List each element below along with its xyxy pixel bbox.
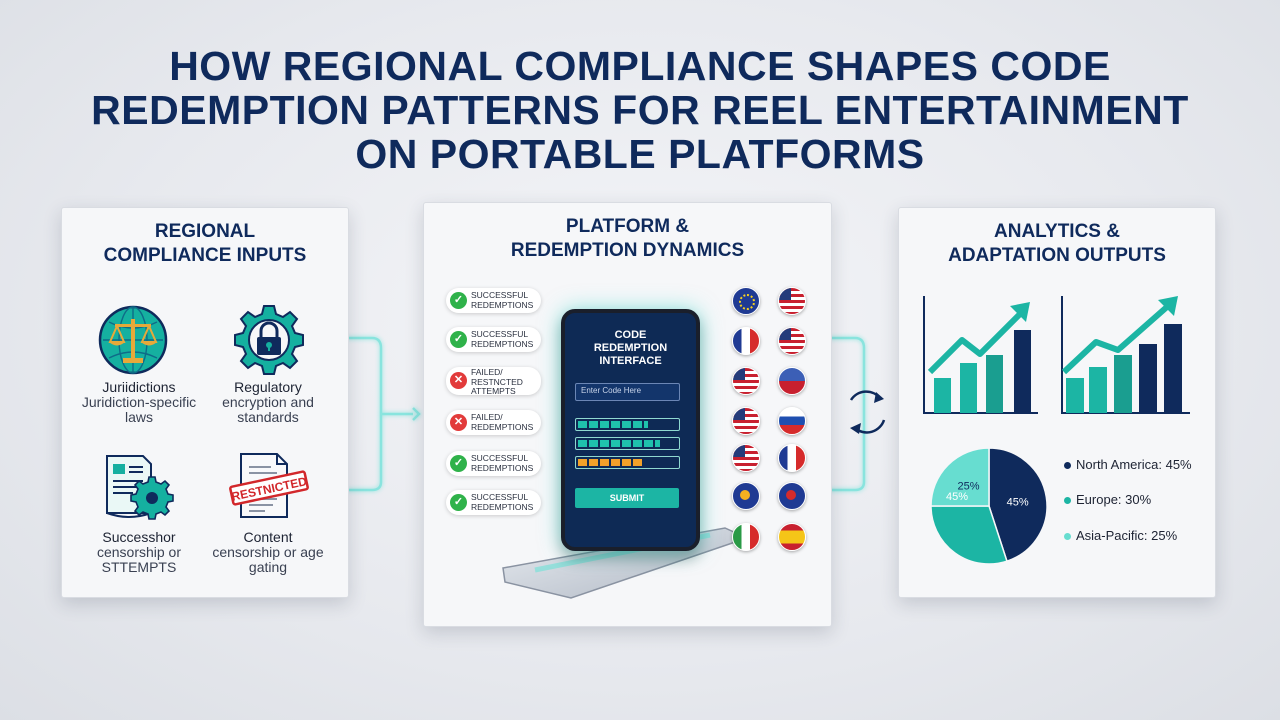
france-flag-icon	[778, 444, 806, 472]
gear-lock-icon	[234, 305, 304, 375]
regional-compliance-panel: REGIONAL COMPLIANCE INPUTS	[61, 207, 349, 598]
progress-fill	[578, 421, 648, 428]
legend-label: Asia-Pacific: 25%	[1076, 528, 1178, 543]
legend-dot	[1064, 462, 1071, 469]
panel-title: PLATFORM & REDEMPTION DYNAMICS	[510, 216, 745, 261]
x-icon: ✕	[450, 372, 467, 389]
eu-flag-icon	[732, 482, 760, 510]
pie-slice	[930, 505, 1008, 565]
legend-label: North America: 45%	[1076, 457, 1192, 472]
check-icon: ✓	[450, 455, 467, 472]
us-flag-icon	[732, 407, 760, 435]
item-name: Successhor	[102, 529, 176, 545]
status-text: SUCCESSFUL REDEMPTIONS	[471, 453, 534, 473]
spain-flag-icon	[778, 523, 806, 551]
status-pill: ✕ FAILED/ REDEMPTIONS	[446, 410, 541, 435]
status-text: FAILED/ REDEMPTIONS	[471, 412, 534, 432]
page-title: HOW REGIONAL COMPLIANCE SHAPES CODE REDE…	[91, 43, 1189, 177]
status-text: FAILED/ RESTNCTED ATTEMPTS	[471, 367, 523, 396]
code-input-placeholder: Enter Code Here	[581, 386, 642, 395]
status-text: SUCCESSFUL REDEMPTIONS	[471, 329, 534, 349]
item-desc: Juridiction-specific laws	[81, 394, 197, 425]
item-desc: censorship or age gating	[212, 544, 324, 575]
russia-flag-icon	[778, 407, 806, 435]
pie-slice-label: 45%	[1007, 496, 1029, 508]
italy-flag-icon	[732, 523, 760, 551]
status-text: SUCCESSFUL REDEMPTIONS	[471, 290, 534, 310]
status-pill: ✓ SUCCESSFUL REDEMPTIONS	[446, 327, 541, 352]
status-pill: ✓ SUCCESSFUL REDEMPTIONS	[446, 451, 541, 476]
region-pie-chart: 45%25%	[930, 447, 1048, 565]
pie-slice-label: 25%	[957, 480, 979, 492]
check-icon: ✓	[450, 494, 467, 511]
us-flag-icon	[732, 444, 760, 472]
progress-fill	[578, 459, 642, 466]
progress-bar-1	[575, 418, 680, 431]
progress-fill	[578, 440, 660, 447]
phone-mockup: CODE REDEMPTION INTERFACE Enter Code Her…	[561, 309, 700, 551]
us-flag-icon	[732, 367, 760, 395]
item-name: Juriidictions	[102, 379, 176, 395]
pie-slice-label: 45%	[946, 491, 969, 503]
status-pill: ✕ FAILED/ RESTNCTED ATTEMPTS	[446, 367, 541, 396]
status-pill: ✓ SUCCESSFUL REDEMPTIONS	[446, 490, 541, 515]
flag-icon	[778, 482, 806, 510]
progress-bar-3	[575, 456, 680, 469]
document-gear-icon	[106, 455, 174, 520]
submit-button[interactable]: SUBMIT	[575, 488, 679, 508]
status-pill: ✓ SUCCESSFUL REDEMPTIONS	[446, 288, 541, 313]
us-flag-icon	[778, 287, 806, 315]
scales-globe-icon	[98, 305, 168, 375]
phone-title: CODE REDEMPTION INTERFACE	[593, 329, 668, 367]
legend-dot	[1064, 533, 1071, 540]
restricted-document-icon: RESTNICTED	[229, 453, 309, 518]
item-name: Regulatory	[234, 379, 302, 395]
cycle-icon	[849, 390, 886, 434]
pie-slice	[930, 447, 990, 507]
legend-dot	[1064, 497, 1071, 504]
panel-title: ANALYTICS & ADAPTATION OUTPUTS	[948, 221, 1166, 266]
check-icon: ✓	[450, 331, 467, 348]
status-text: SUCCESSFUL REDEMPTIONS	[471, 492, 534, 512]
panel-title: REGIONAL COMPLIANCE INPUTS	[103, 221, 307, 266]
us-flag-icon	[778, 327, 806, 355]
item-name: Content	[243, 529, 293, 545]
legend-label: Europe: 30%	[1076, 492, 1152, 507]
flag-icon	[778, 367, 806, 395]
growth-bar-chart-icon	[1061, 296, 1190, 414]
eu-flag-icon	[732, 287, 760, 315]
growth-bar-chart-icon	[923, 296, 1038, 414]
progress-bar-2	[575, 437, 680, 450]
code-input-field[interactable]: Enter Code Here	[575, 383, 680, 401]
item-desc: encryption and standards	[222, 394, 314, 425]
x-icon: ✕	[450, 414, 467, 431]
pie-slice	[988, 447, 1048, 563]
check-icon: ✓	[450, 292, 467, 309]
france-flag-icon	[732, 327, 760, 355]
item-desc: censorship or STTEMPTS	[96, 544, 182, 575]
submit-label: SUBMIT	[609, 493, 645, 503]
